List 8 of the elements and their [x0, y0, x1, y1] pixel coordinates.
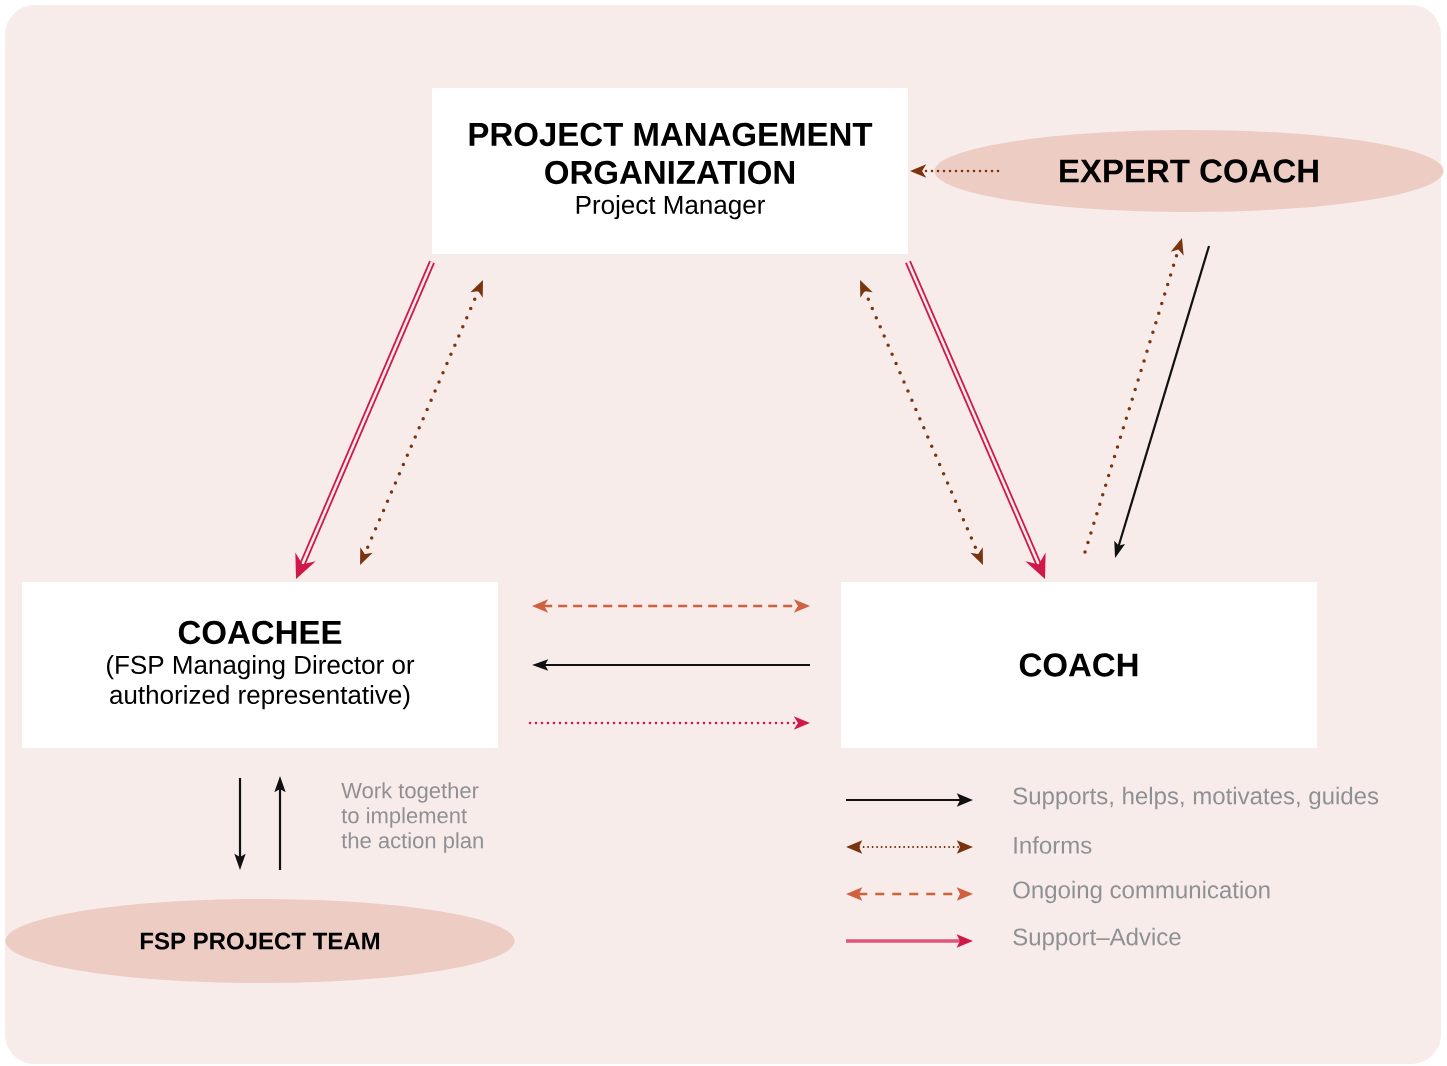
role-box: COACHEE (FSP Managing Director or authorized representative)	[22, 582, 498, 748]
legend-text: Ongoing communication	[1013, 880, 1270, 904]
legend-text: Supports, helps, motivates, guides	[1013, 786, 1379, 810]
legend-text: Support–Advice	[1013, 927, 1181, 951]
legend-text: Informs	[1014, 836, 1092, 854]
note-text: Work together to implement the action plan	[341, 782, 483, 853]
role-box: PROJECT MANAGEMENT ORGANIZATION Project Manager	[432, 88, 908, 254]
role-box: COACH	[841, 582, 1317, 748]
